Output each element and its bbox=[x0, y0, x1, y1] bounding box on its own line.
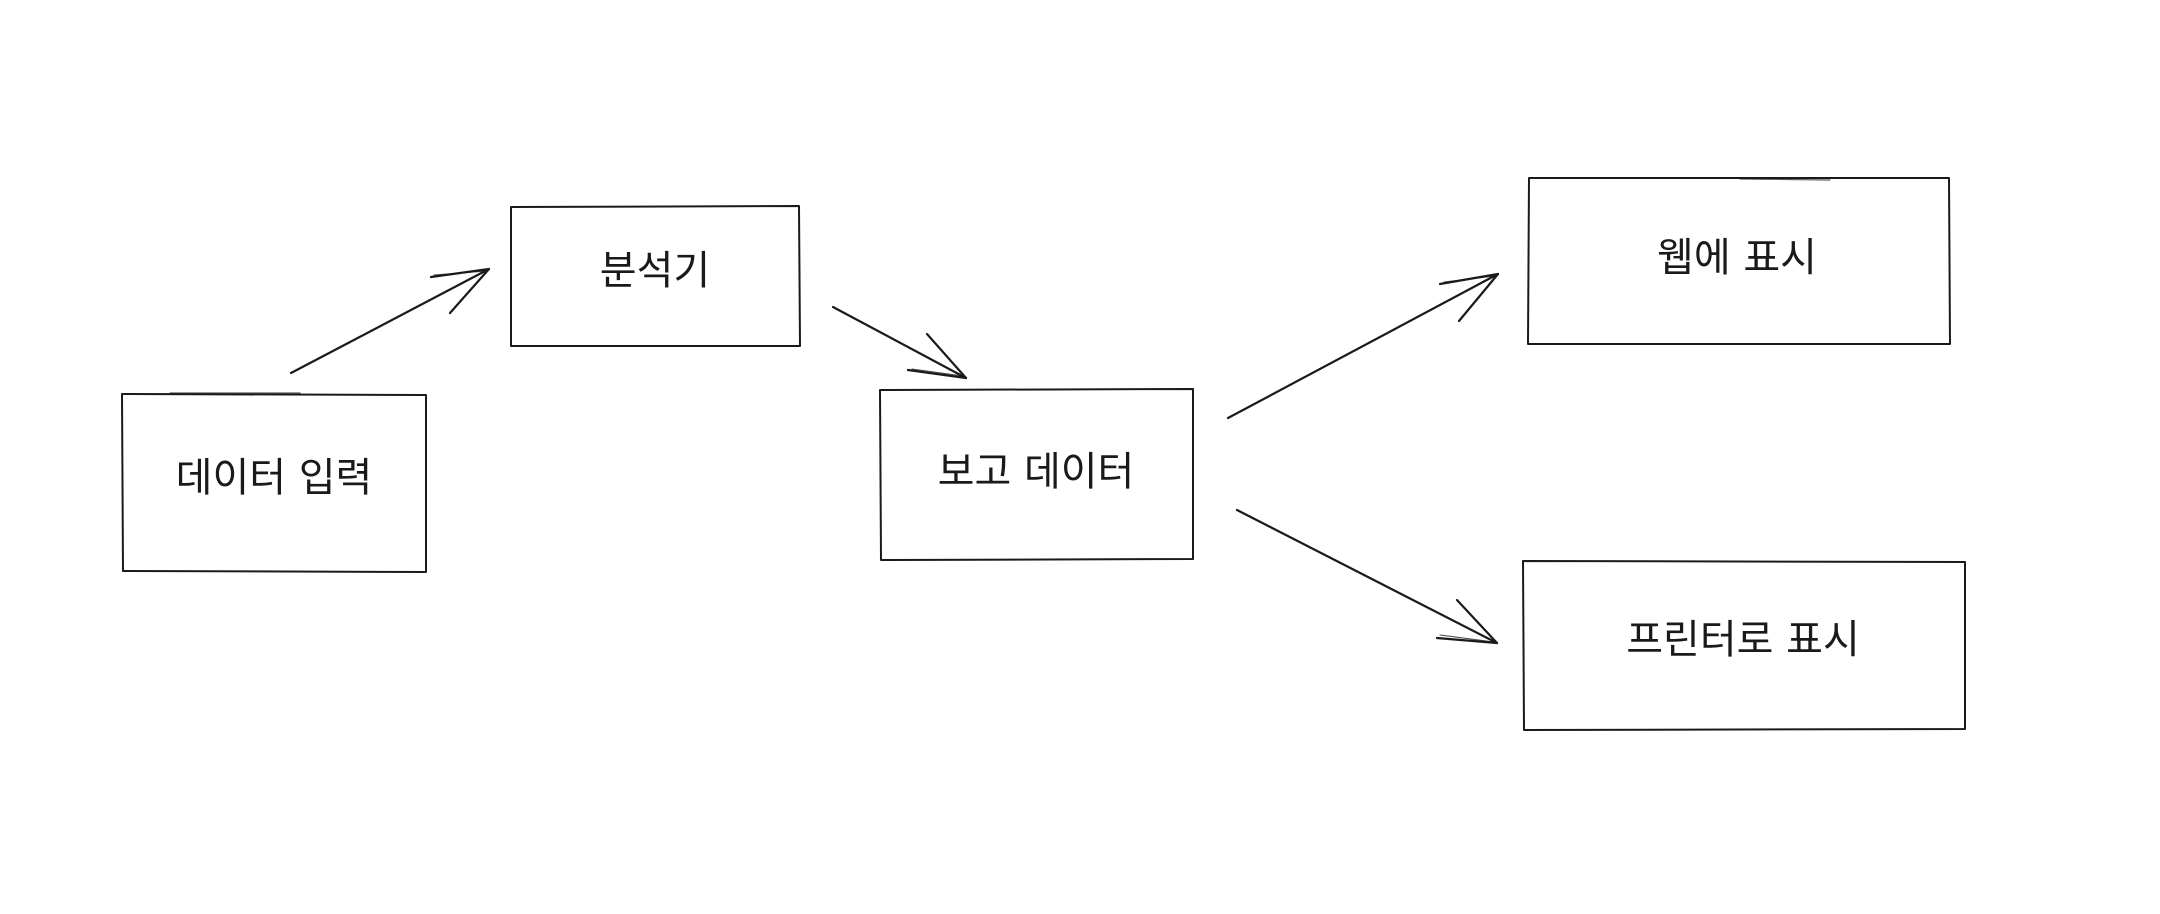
node-data-input: 데이터 입력 bbox=[121, 392, 427, 573]
arrow-report-data-to-web-display bbox=[1226, 272, 1500, 420]
arrow-report-data-to-printer-display bbox=[1235, 508, 1499, 645]
arrow-analyzer-to-report-data bbox=[831, 305, 968, 380]
node-report-data: 보고 데이터 bbox=[879, 388, 1194, 561]
node-printer-display: 프린터로 표시 bbox=[1522, 560, 1966, 731]
node-web-display-label: 웹에 표시 bbox=[1657, 235, 1817, 281]
node-data-input-label: 데이터 입력 bbox=[176, 455, 373, 501]
node-analyzer-label: 분석기 bbox=[600, 248, 710, 294]
node-report-data-label: 보고 데이터 bbox=[938, 449, 1135, 495]
node-analyzer: 분석기 bbox=[510, 205, 801, 347]
arrow-data-input-to-analyzer bbox=[289, 267, 491, 375]
node-printer-display-label: 프린터로 표시 bbox=[1626, 617, 1860, 663]
node-web-display: 웹에 표시 bbox=[1527, 177, 1951, 345]
